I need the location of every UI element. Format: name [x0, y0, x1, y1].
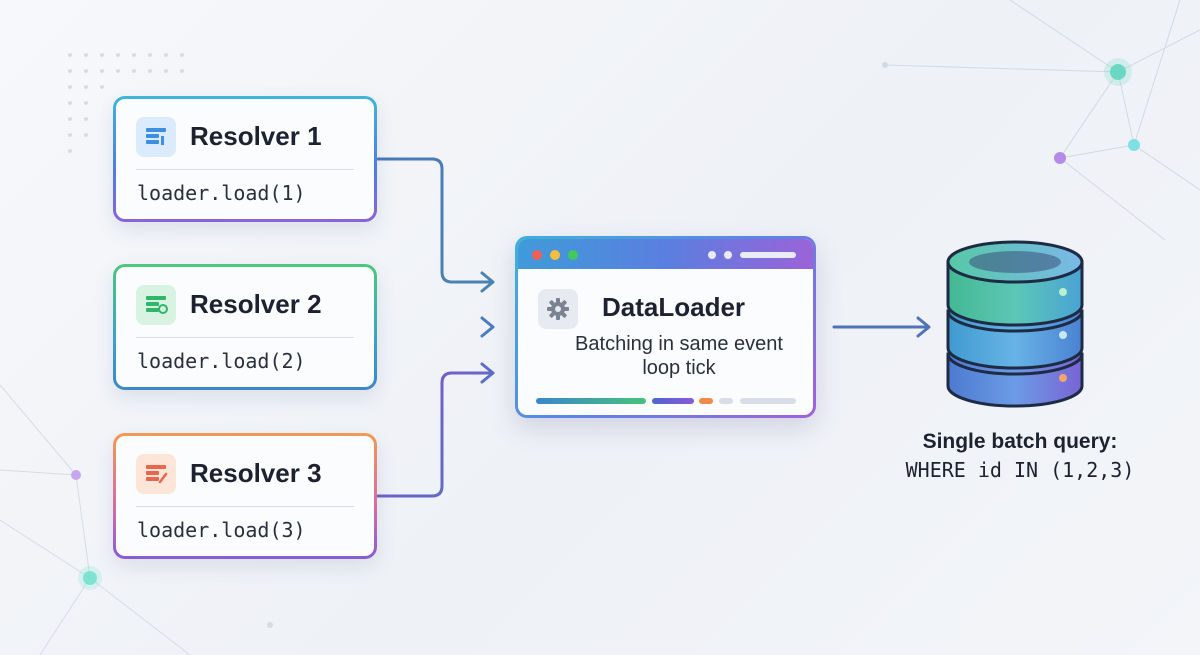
- window-titlebar: [518, 239, 813, 269]
- table-icon: [136, 117, 176, 157]
- titlebar-pill: [740, 252, 796, 258]
- network-node: [1110, 64, 1126, 80]
- database-icon: [946, 240, 1084, 408]
- maximize-dot: [568, 250, 578, 260]
- arrowhead-db: [916, 316, 931, 338]
- network-node: [267, 622, 273, 628]
- progress-segment: [536, 398, 646, 404]
- network-node: [1128, 139, 1140, 151]
- table-icon: [136, 454, 176, 494]
- network-node: [78, 566, 102, 590]
- resolver-title: Resolver 2: [190, 289, 322, 319]
- dataloader-window: DataLoader Batching in same event loop t…: [515, 236, 816, 418]
- arrowhead-resolver-3: [480, 362, 495, 384]
- arrowhead-resolver-1: [480, 271, 495, 293]
- connector-resolver-1: [376, 157, 494, 284]
- resolver-title: Resolver 1: [190, 121, 322, 151]
- network-lines-bottom-left: [0, 384, 191, 655]
- dataloader-title: DataLoader: [602, 292, 746, 322]
- network-lines-top-right: [884, 0, 1200, 241]
- divider: [136, 337, 354, 338]
- database-caption: Single batch query:: [922, 430, 1118, 453]
- network-node: [1104, 58, 1132, 86]
- minimize-dot: [550, 250, 560, 260]
- connector-resolver-3: [376, 371, 494, 498]
- close-dot: [532, 250, 542, 260]
- resolver-code: loader.load(3): [137, 518, 306, 542]
- titlebar-bubble: [724, 251, 732, 259]
- network-node: [1054, 152, 1066, 164]
- dataloader-subtitle: Batching in same event loop tick: [575, 333, 783, 379]
- resolver-card-3: Resolver 3 loader.load(3): [113, 433, 377, 559]
- resolver-card-1: Resolver 1 loader.load(1): [113, 96, 377, 222]
- arrowhead-resolver-2: [480, 316, 495, 338]
- network-node: [83, 571, 97, 585]
- progress-segment: [652, 398, 694, 404]
- progress-segment: [699, 398, 713, 404]
- database-query: WHERE id IN (1,2,3): [905, 458, 1135, 482]
- titlebar-bubble: [708, 251, 716, 259]
- progress-segment: [740, 398, 796, 404]
- network-node: [882, 62, 888, 68]
- resolver-title: Resolver 3: [190, 458, 322, 488]
- resolver-code: loader.load(1): [137, 181, 306, 205]
- table-icon: [136, 285, 176, 325]
- progress-segment: [719, 398, 733, 404]
- gear-icon: [538, 289, 578, 329]
- resolver-code: loader.load(2): [137, 349, 306, 373]
- resolver-card-2: Resolver 2 loader.load(2): [113, 264, 377, 390]
- network-node: [71, 470, 81, 480]
- divider: [136, 506, 354, 507]
- divider: [136, 169, 354, 170]
- dot-grid: [68, 53, 184, 153]
